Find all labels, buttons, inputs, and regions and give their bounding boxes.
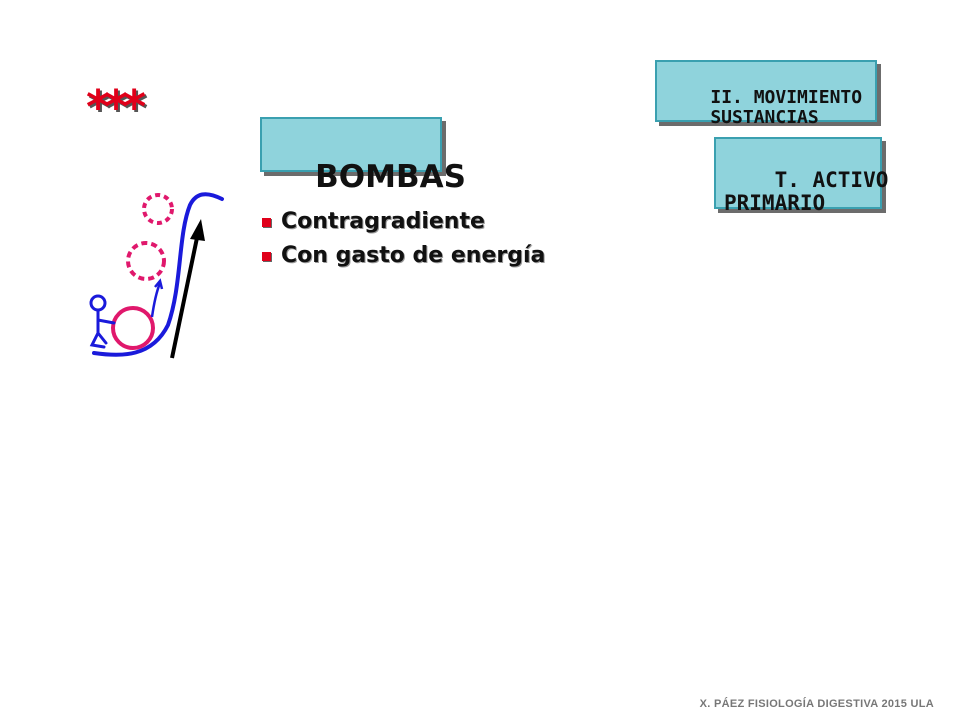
square-bullet-icon [262,251,271,261]
subsection-title: T. ACTIVO PRIMARIO [724,168,889,216]
page-title: BOMBAS [315,159,466,196]
bullet-item: Contragradiente [262,205,545,239]
small-curved-arrow [150,282,162,318]
bullet-item: Con gasto de energía [262,239,545,273]
ball-bottom [111,306,155,350]
bullet-list: Contragradiente Con gasto de energía [262,205,545,273]
footer-credit: X. PÁEZ FISIOLOGÍA DIGESTIVA 2015 ULA [699,698,934,710]
pump-diagram-illustration [89,192,224,359]
stars-decoration: *** [86,80,146,134]
ball-middle [126,241,166,281]
gradient-slope-line [92,192,224,357]
subsection-title-box: T. ACTIVO PRIMARIO [714,137,888,215]
figure-head [89,294,107,312]
bullet-text: Con gasto de energía [281,243,546,268]
title-box-bombas: BOMBAS [260,117,466,194]
square-bullet-icon [262,217,271,227]
section-title: II. MOVIMIENTO SUSTANCIAS [710,86,863,128]
bullet-text: Contragradiente [281,209,485,234]
section-title-box: II. MOVIMIENTO SUSTANCIAS [655,60,877,127]
big-arrow-shaft [170,232,200,359]
ball-top [142,193,174,225]
figure-body [89,308,116,349]
small-arrow-head-icon [154,278,164,290]
big-arrow-head-icon [190,219,205,241]
